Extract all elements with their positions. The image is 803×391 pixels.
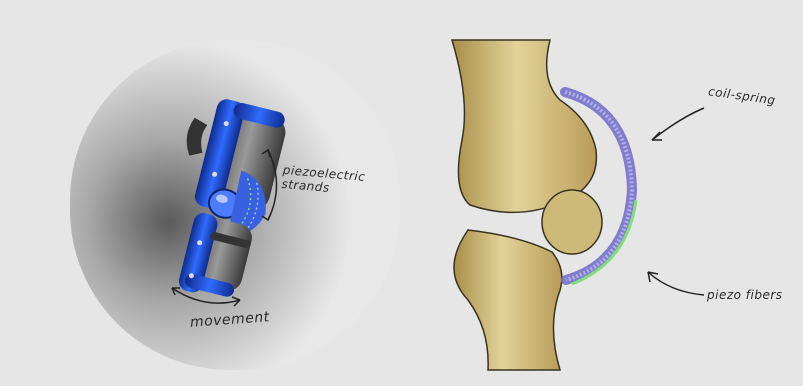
piezo-fibers-label: piezo fibers — [707, 288, 783, 302]
patella-bone — [542, 190, 602, 254]
